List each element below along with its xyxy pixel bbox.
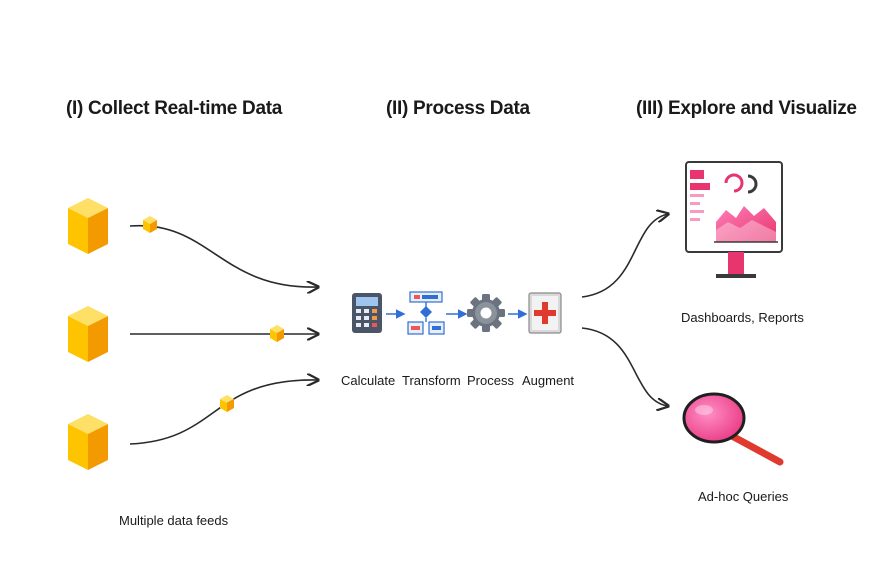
data-packet-icon: [270, 325, 284, 342]
step-label-augment: Augment: [522, 373, 575, 388]
step-label-process: Process: [467, 373, 514, 388]
caption-data-feeds: Multiple data feeds: [119, 513, 229, 528]
output-arrow-queries: [581, 327, 668, 406]
output-arrow-dashboards: [581, 214, 668, 298]
dashboard-monitor-icon: [685, 161, 783, 278]
plus-box-icon: [528, 292, 562, 334]
stage-title-explore: (III) Explore and Visualize: [636, 98, 857, 119]
feed-arrow: [129, 224, 318, 287]
data-feed-cube-icon: [68, 198, 108, 254]
magnifier-icon: [682, 392, 784, 466]
data-feed-cube-icon: [68, 414, 108, 470]
step-label-transform: Transform: [402, 373, 461, 388]
flowchart-icon: [407, 291, 445, 335]
data-packet-icon: [220, 395, 234, 412]
data-packet-icon: [143, 216, 157, 233]
stage-title-collect: (I) Collect Real-time Data: [66, 98, 283, 119]
step-label-calculate: Calculate: [341, 373, 396, 388]
gear-icon: [467, 294, 505, 332]
stage-title-process: (II) Process Data: [386, 98, 530, 119]
output-label-adhoc-queries: Ad-hoc Queries: [698, 489, 789, 504]
calculator-icon: [352, 293, 382, 333]
feed-arrow: [129, 380, 318, 445]
output-label-dashboards: Dashboards, Reports: [681, 310, 804, 325]
data-feed-cube-icon: [68, 306, 108, 362]
